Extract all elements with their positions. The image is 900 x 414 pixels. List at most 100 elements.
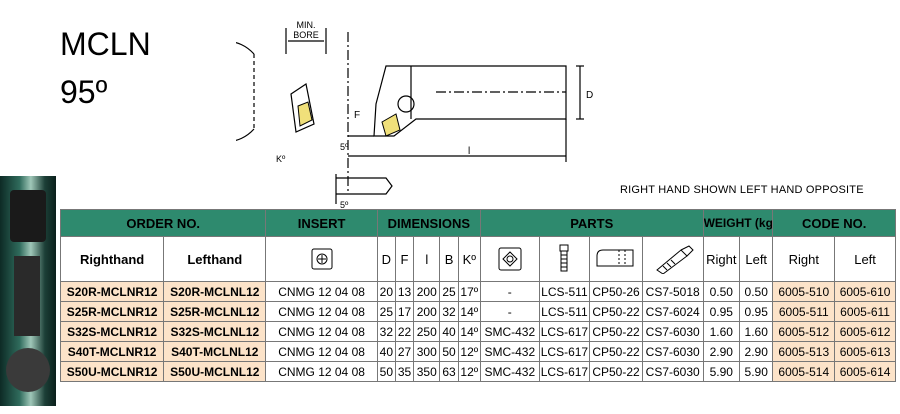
- cell-weight-right: 5.90: [702, 361, 741, 382]
- cell-dim-f: 27: [394, 341, 415, 362]
- header-b: B: [439, 236, 459, 282]
- cell-insert: CNMG 12 04 08: [265, 341, 378, 362]
- cell-dim-k: 12º: [457, 361, 481, 382]
- cell-code-left: 6005-610: [834, 281, 896, 302]
- angle-label-2: 5º: [340, 200, 349, 210]
- cell-part-clamp: CP50-22: [589, 321, 643, 342]
- cell-weight-right: 0.50: [702, 281, 741, 302]
- cell-weight-right: 2.90: [702, 341, 741, 362]
- cell-code-right: 6005-513: [772, 341, 836, 362]
- pin-icon: [655, 245, 694, 274]
- cell-part-pin: CS7-6024: [641, 301, 704, 322]
- header-l: l: [413, 236, 441, 282]
- cell-order-righthand: S20R-MCLNR12: [59, 281, 165, 302]
- header-weight: WEIGHT (kg): [702, 209, 774, 237]
- cell-dim-f: 17: [394, 301, 415, 322]
- cell-dim-b: 40: [439, 321, 459, 342]
- cell-part-shim: SMC-432: [479, 321, 540, 342]
- header-weight-right: Right: [702, 236, 741, 282]
- product-angle: 95º: [60, 74, 108, 110]
- cell-part-pin: CS7-6030: [641, 341, 704, 362]
- cell-weight-left: 5.90: [738, 361, 774, 382]
- screw-icon: [559, 244, 569, 272]
- cell-insert: CNMG 12 04 08: [265, 361, 378, 382]
- cell-insert: CNMG 12 04 08: [265, 301, 378, 322]
- cell-dim-f: 22: [394, 321, 415, 342]
- cell-dim-k: 17º: [457, 281, 481, 302]
- cell-dim-l: 300: [413, 341, 441, 362]
- k-label: Kº: [276, 154, 286, 164]
- cell-dim-k: 14º: [457, 301, 481, 322]
- header-parts: PARTS: [479, 209, 704, 237]
- d-label: D: [586, 90, 593, 101]
- cell-dim-d: 20: [376, 281, 396, 302]
- header-k: Kº: [457, 236, 481, 282]
- cell-part-pin: CS7-6030: [641, 321, 704, 342]
- cell-order-lefthand: S40T-MCLNL12: [163, 341, 267, 362]
- cell-code-right: 6005-511: [772, 301, 836, 322]
- header-lefthand: Lefthand: [163, 236, 267, 282]
- cell-dim-d: 32: [376, 321, 396, 342]
- cell-order-lefthand: S32S-MCLNL12: [163, 321, 267, 342]
- cell-order-lefthand: S50U-MCLNL12: [163, 361, 267, 382]
- cell-dim-l: 200: [413, 281, 441, 302]
- cell-dim-b: 32: [439, 301, 459, 322]
- cell-order-lefthand: S20R-MCLNL12: [163, 281, 267, 302]
- cell-part-screw: LCS-617: [538, 321, 591, 342]
- tool-photo: [0, 176, 56, 406]
- cell-code-right: 6005-512: [772, 321, 836, 342]
- insert-icon: [311, 248, 333, 270]
- cell-dim-k: 12º: [457, 341, 481, 362]
- header-order-no: ORDER NO.: [59, 209, 267, 237]
- cell-dim-d: 50: [376, 361, 396, 382]
- cell-code-left: 6005-612: [834, 321, 896, 342]
- shim-icon-cell: [479, 236, 540, 282]
- cell-part-clamp: CP50-22: [589, 341, 643, 362]
- cell-part-screw: LCS-617: [538, 361, 591, 382]
- insert-col-icon-cell: [265, 236, 378, 282]
- cell-dim-b: 25: [439, 281, 459, 302]
- cell-dim-b: 50: [439, 341, 459, 362]
- cell-dim-b: 63: [439, 361, 459, 382]
- min-label: MIN.: [297, 20, 316, 30]
- cell-part-shim: -: [479, 281, 540, 302]
- hand-note: RIGHT HAND SHOWN LEFT HAND OPPOSITE: [620, 184, 864, 196]
- header-dimensions: DIMENSIONS: [376, 209, 481, 237]
- cell-insert: CNMG 12 04 08: [265, 281, 378, 302]
- cell-weight-right: 1.60: [702, 321, 741, 342]
- cell-part-clamp: CP50-22: [589, 301, 643, 322]
- cell-weight-left: 2.90: [738, 341, 774, 362]
- cell-code-left: 6005-614: [834, 361, 896, 382]
- spec-table: ORDER NO. INSERT DIMENSIONS PARTS WEIGHT…: [59, 209, 896, 382]
- cell-part-shim: SMC-432: [479, 361, 540, 382]
- header-code-left: Left: [834, 236, 896, 282]
- cell-part-pin: CS7-6030: [641, 361, 704, 382]
- header-righthand: Righthand: [59, 236, 165, 282]
- cell-part-screw: LCS-617: [538, 341, 591, 362]
- f-label: F: [354, 110, 360, 121]
- cell-part-shim: SMC-432: [479, 341, 540, 362]
- header-weight-left: Left: [738, 236, 774, 282]
- cell-weight-left: 1.60: [738, 321, 774, 342]
- bore-label: BORE: [293, 30, 319, 40]
- cell-part-screw: LCS-511: [538, 301, 591, 322]
- cell-insert: CNMG 12 04 08: [265, 321, 378, 342]
- clamp-icon: [596, 249, 634, 267]
- shim-icon: [498, 247, 522, 271]
- header-f: F: [394, 236, 415, 282]
- cell-code-left: 6005-613: [834, 341, 896, 362]
- cell-dim-l: 250: [413, 321, 441, 342]
- pin-icon-cell: [641, 236, 704, 282]
- cell-dim-d: 25: [376, 301, 396, 322]
- cell-weight-right: 0.95: [702, 301, 741, 322]
- header-d: D: [376, 236, 396, 282]
- cell-dim-d: 40: [376, 341, 396, 362]
- header-code-right: Right: [772, 236, 836, 282]
- cell-order-righthand: S32S-MCLNR12: [59, 321, 165, 342]
- header-insert: INSERT: [265, 209, 378, 237]
- cell-weight-left: 0.50: [738, 281, 774, 302]
- l-label: l: [468, 146, 470, 157]
- cell-dim-l: 200: [413, 301, 441, 322]
